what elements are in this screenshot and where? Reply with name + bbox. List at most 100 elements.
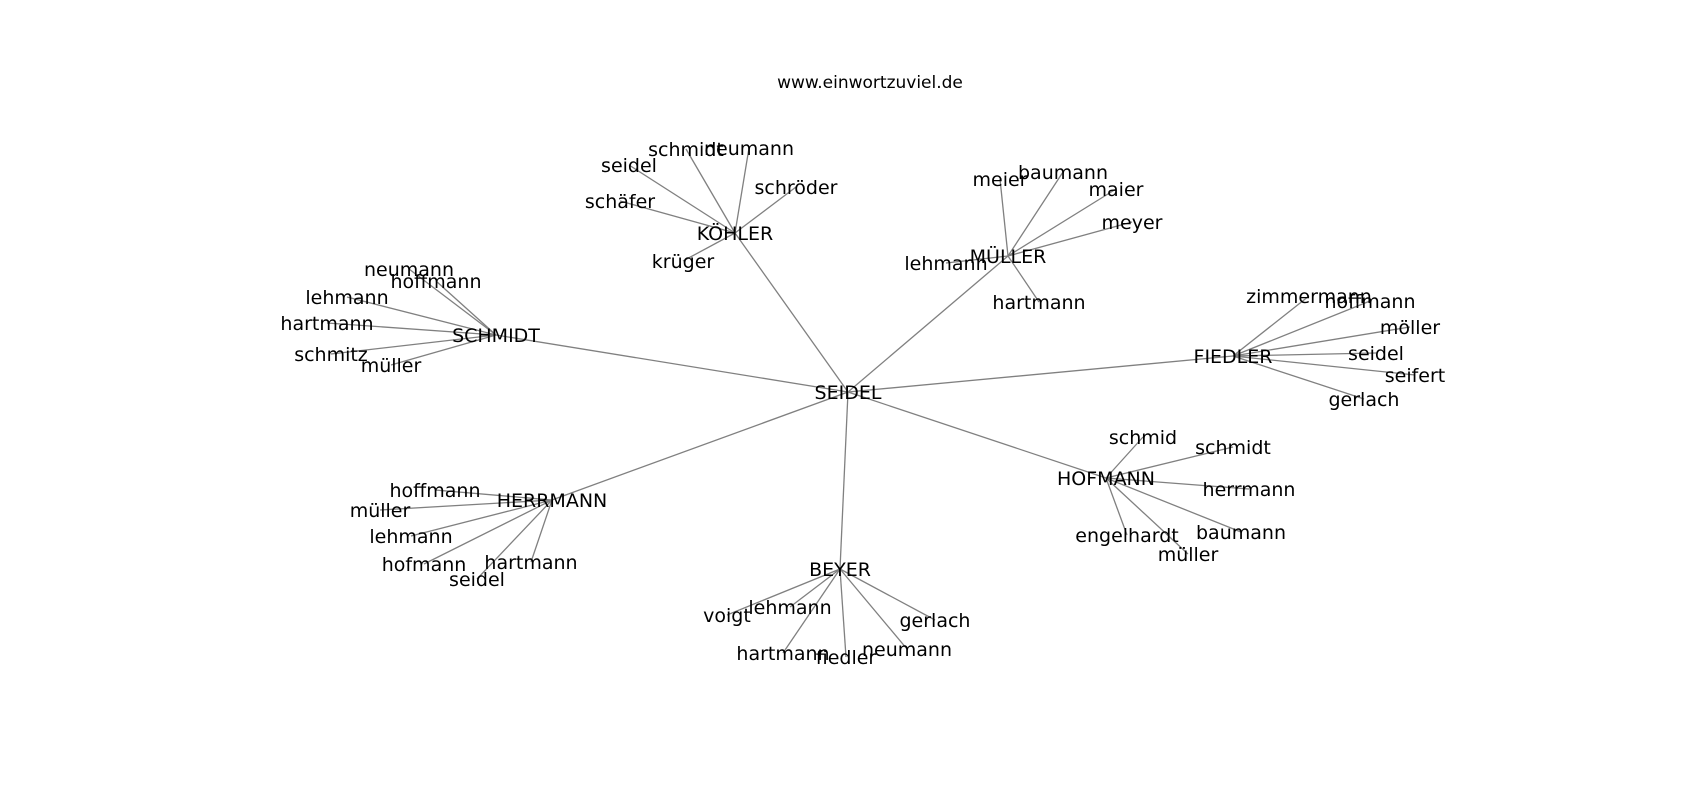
leaf-node-label-koehler-seidel: seidel: [601, 155, 657, 177]
leaf-node-label-beyer-hartmann: hartmann: [736, 643, 829, 665]
edge-fiedler-seifert: [1232, 355, 1416, 376]
edge-hofmann-schmid: [1105, 436, 1144, 479]
edge-center-beyer: [839, 391, 849, 570]
edge-center-schmidt: [495, 334, 849, 393]
leaf-node-label-koehler-schaefer: schäfer: [585, 191, 655, 213]
leaf-node-label-beyer-gerlach: gerlach: [900, 610, 971, 632]
edge-center-mueller: [847, 255, 1009, 393]
leaf-node-label-koehler-neumann: neumann: [704, 138, 794, 160]
edge-beyer-voigt: [726, 568, 841, 616]
leaf-node-label-mueller-meier: meier: [973, 169, 1028, 191]
leaf-node-label-schmidt-hoffmann: hoffmann: [391, 271, 482, 293]
edge-fiedler-gerlach: [1232, 355, 1365, 400]
hub-node-label-koehler: KÖHLER: [697, 222, 773, 245]
leaf-node-label-hofmann-schmidt: schmidt: [1195, 437, 1271, 459]
leaf-node-label-hofmann-schmid: schmid: [1109, 427, 1177, 449]
edge-mueller-hartmann: [1007, 255, 1040, 303]
leaf-node-label-fiedler-seidel: seidel: [1348, 343, 1404, 365]
edge-schmidt-mueller: [390, 334, 497, 366]
leaf-node-label-schmidt-schmitz: schmitz: [294, 344, 368, 366]
edge-hofmann-mueller: [1105, 477, 1189, 555]
edge-herrmann-lehmann: [410, 499, 553, 537]
edge-mueller-baumann: [1007, 171, 1064, 257]
edge-mueller-lehmann: [945, 255, 1009, 264]
hub-node-label-hofmann: HOFMANN: [1057, 468, 1155, 490]
hub-node-label-fiedler: FIEDLER: [1194, 346, 1273, 368]
edge-fiedler-moeller: [1232, 326, 1411, 357]
edge-beyer-neumann: [839, 568, 908, 650]
edge-schmidt-hartmann: [326, 322, 497, 336]
leaf-node-label-koehler-schroeder: schröder: [755, 177, 838, 199]
edge-schmidt-neumann: [408, 268, 497, 336]
edge-schmidt-lehmann: [346, 296, 497, 336]
leaf-node-label-hofmann-herrmann: herrmann: [1203, 479, 1296, 501]
hub-node-label-mueller: MÜLLER: [970, 245, 1047, 268]
edge-fiedler-hoffmann: [1232, 300, 1371, 357]
leaf-node-label-schmidt-lehmann: lehmann: [305, 287, 388, 309]
leaf-node-label-schmidt-hartmann: hartmann: [280, 313, 373, 335]
leaf-node-label-herrmann-lehmann: lehmann: [369, 526, 452, 548]
edge-layer: [326, 147, 1416, 658]
edge-center-hofmann: [847, 391, 1107, 479]
edge-mueller-meier: [999, 178, 1009, 257]
leaf-node-label-koehler-krueger: krüger: [652, 251, 715, 273]
edge-beyer-gerlach: [839, 568, 936, 621]
leaf-node-label-mueller-meyer: meyer: [1102, 212, 1163, 234]
edge-hofmann-herrmann: [1105, 477, 1250, 490]
edge-beyer-hartmann: [782, 568, 841, 654]
leaf-node-label-mueller-maier: maier: [1089, 179, 1144, 201]
edge-beyer-fiedler: [839, 568, 847, 658]
leaf-node-label-mueller-hartmann: hartmann: [992, 292, 1085, 314]
edge-herrmann-hartmann: [530, 499, 553, 563]
edge-hofmann-schmidt: [1105, 446, 1234, 479]
hub-node-label-schmidt: SCHMIDT: [452, 325, 540, 347]
edge-koehler-krueger: [682, 232, 736, 262]
edge-koehler-neumann: [734, 147, 750, 234]
edge-herrmann-seidel: [476, 499, 553, 580]
leaf-node-label-herrmann-hofmann: hofmann: [382, 554, 467, 576]
edge-fiedler-seidel: [1232, 352, 1377, 357]
edge-schmidt-hoffmann: [435, 280, 497, 336]
edge-schmidt-schmitz: [330, 334, 497, 355]
edge-koehler-seidel: [628, 164, 736, 234]
leaf-node-label-fiedler-gerlach: gerlach: [1329, 389, 1400, 411]
edge-herrmann-hofmann: [423, 499, 553, 565]
leaf-node-label-hofmann-engelhardt: engelhardt: [1075, 525, 1178, 547]
leaf-node-label-fiedler-seifert: seifert: [1385, 365, 1446, 387]
leaf-node-label-mueller-lehmann: lehmann: [904, 253, 987, 275]
leaf-node-label-fiedler-moeller: möller: [1380, 317, 1440, 339]
edge-fiedler-zimmermann: [1232, 295, 1310, 357]
leaf-node-label-schmidt-neumann: neumann: [364, 259, 454, 281]
leaf-node-label-herrmann-hoffmann: hoffmann: [390, 480, 481, 502]
edge-center-koehler: [734, 232, 849, 393]
leaf-node-label-beyer-lehmann: lehmann: [748, 597, 831, 619]
leaf-node-label-fiedler-zimmermann: zimmermann: [1246, 286, 1372, 308]
edge-koehler-schmidt: [685, 148, 736, 234]
leaf-node-label-herrmann-hartmann: hartmann: [484, 552, 577, 574]
label-layer: SEIDELKÖHLERschmidtneumannseidelschröder…: [280, 138, 1445, 669]
leaf-node-label-fiedler-hoffmann: hoffmann: [1325, 291, 1416, 313]
leaf-node-label-beyer-fiedler: fiedler: [816, 647, 877, 669]
hub-node-label-beyer: BEYER: [809, 559, 871, 581]
edge-mueller-maier: [1007, 188, 1117, 257]
leaf-node-label-beyer-voigt: voigt: [703, 605, 751, 627]
leaf-node-label-hofmann-mueller: müller: [1158, 544, 1219, 566]
edge-beyer-lehmann: [789, 568, 841, 608]
hub-node-label-herrmann: HERRMANN: [497, 490, 608, 512]
leaf-node-label-herrmann-seidel: seidel: [449, 569, 505, 591]
center-node-label: SEIDEL: [815, 382, 882, 404]
leaf-node-label-hofmann-baumann: baumann: [1196, 522, 1286, 544]
edge-koehler-schaefer: [619, 200, 736, 234]
edge-koehler-schroeder: [734, 186, 797, 234]
leaf-node-label-mueller-baumann: baumann: [1018, 162, 1108, 184]
leaf-node-label-beyer-neumann: neumann: [862, 639, 952, 661]
edge-herrmann-hoffmann: [434, 489, 553, 501]
site-title: www.einwortzuviel.de: [777, 73, 963, 93]
leaf-node-label-herrmann-mueller: müller: [350, 500, 411, 522]
edge-mueller-meyer: [1007, 221, 1133, 257]
leaf-node-label-koehler-schmidt: schmidt: [648, 139, 724, 161]
edge-center-fiedler: [847, 355, 1234, 393]
edge-herrmann-mueller: [379, 499, 553, 511]
leaf-node-label-schmidt-mueller: müller: [361, 355, 422, 377]
